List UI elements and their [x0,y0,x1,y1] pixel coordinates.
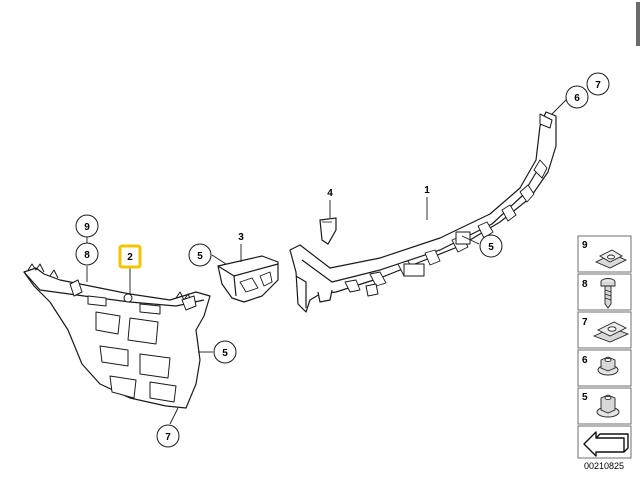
svg-text:5: 5 [582,392,588,403]
callout-5-bracket: 5 [188,243,212,267]
svg-text:3: 3 [238,232,244,243]
svg-text:7: 7 [582,317,588,328]
svg-text:5: 5 [222,348,228,359]
hex-nut-flange-icon [596,394,620,418]
svg-text:7: 7 [595,80,601,91]
leader-lines [86,96,570,425]
svg-text:7: 7 [165,432,171,443]
callout-5-carrier: 5 [479,234,503,258]
screw-icon [600,278,616,309]
callout-4: 4 [327,188,333,199]
callout-2-highlighted[interactable]: 2 [118,244,142,269]
callout-8: 8 [75,242,99,266]
svg-text:4: 4 [327,188,333,199]
bracket-part-3 [217,255,279,303]
svg-text:8: 8 [582,279,588,290]
bumper-carrier-part [289,111,557,313]
svg-text:8: 8 [84,250,90,261]
callout-6: 6 [565,85,589,109]
svg-text:6: 6 [574,93,580,104]
legend-item-6: 6 [577,349,632,387]
svg-text:5: 5 [488,242,494,253]
svg-text:9: 9 [582,240,588,251]
svg-text:9: 9 [84,222,90,233]
diagram-code: 00210825 [584,461,624,471]
highlight-box [118,244,142,269]
legend-item-5: 5 [577,387,632,425]
callout-1: 1 [424,185,430,196]
legend-item-8: 8 [577,273,632,311]
side-bracket-part-2 [23,263,211,409]
legend-item-7: 7 [577,311,632,349]
svg-text:6: 6 [582,355,588,366]
callout-3: 3 [238,232,244,243]
callout-7-top: 7 [586,72,610,96]
callout-9: 9 [75,214,99,238]
direction-arrow-icon [583,431,629,457]
callout-7-bottom: 7 [156,424,180,448]
legend-arrow-box [577,425,632,459]
legend-item-9: 9 [577,235,632,273]
svg-text:1: 1 [424,185,430,196]
speed-nut-icon [592,321,630,343]
scrollbar[interactable] [636,2,640,46]
hex-nut-icon [597,356,619,376]
callout-5-side: 5 [213,340,237,364]
clip-nut-icon [594,249,628,269]
fastener-legend: 9 8 7 [577,235,632,471]
svg-text:5: 5 [197,251,203,262]
svg-text:2: 2 [127,252,133,263]
clip-part-4 [319,217,337,245]
